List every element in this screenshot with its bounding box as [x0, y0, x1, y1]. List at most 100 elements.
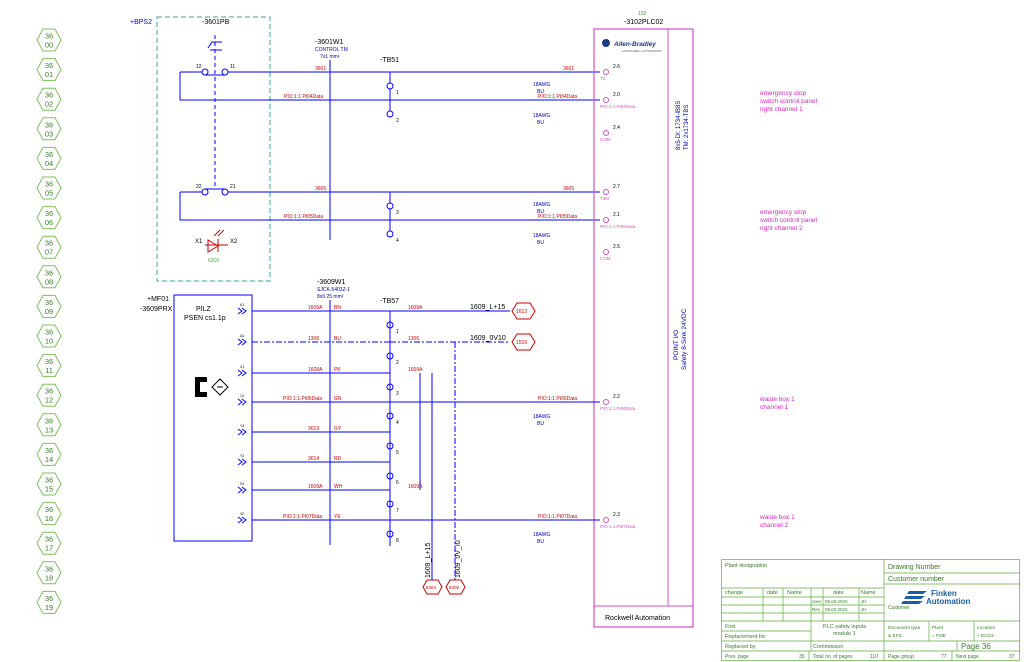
marker-page: 36	[45, 416, 53, 425]
annotation-line: emergency stop	[760, 209, 807, 216]
marker-line: 03	[45, 129, 53, 138]
page-marker[interactable]: 3601	[36, 58, 62, 82]
tb-user-date: 09.03.2020	[825, 599, 848, 604]
pilz-pin: S3	[240, 482, 244, 486]
awg-4: 18AWG	[533, 233, 550, 239]
tb-doc-type-label: Document type	[888, 625, 921, 631]
annotation-line: right channel 2	[760, 225, 803, 232]
led-x2: X2	[230, 239, 238, 245]
tb57-number: 2	[396, 360, 399, 366]
tb-total-pages: 110	[870, 654, 878, 660]
bu-3: BU	[537, 209, 544, 215]
wire-pio5-left: PIO:1:1.Pt05Data	[284, 214, 323, 220]
page-marker[interactable]: 3613	[36, 413, 62, 437]
pilz-pin: Y2	[240, 454, 244, 458]
plc-pin	[603, 399, 609, 405]
pilz-wire: 1608A	[308, 367, 323, 373]
pilz-pin: A2	[240, 334, 244, 338]
pilz-wire: 1609A	[308, 305, 323, 311]
tb-next-page-label: Next page	[956, 654, 979, 660]
ref-wires	[390, 310, 600, 580]
marker-line: 00	[45, 41, 53, 50]
pilz-wire: PIO:1:1.Pt07Data	[283, 514, 322, 520]
pilz-color: WH	[334, 484, 343, 490]
ref-hex-bottom1	[422, 579, 443, 595]
bps2-label: +BPS2	[130, 19, 152, 26]
pilz-color: GN	[334, 396, 342, 402]
tb-plant-designation: Plant designation	[725, 563, 767, 569]
wire-3605-right: 3605	[563, 186, 574, 192]
point-io: POINT I/O	[673, 330, 680, 360]
plc-pin-name: PIO:1:1.Pt04Data	[600, 104, 636, 109]
pilz-wire: 3614	[308, 456, 319, 462]
pilz-color: PK	[334, 367, 341, 373]
marker-page: 36	[45, 564, 53, 573]
plc-pin-name: COM	[600, 137, 611, 142]
pilz-color: RD	[334, 456, 342, 462]
wire-pio4-left: PIO:1:1.Pt04Data	[284, 94, 323, 100]
vert-l15: 1609_L+15	[425, 543, 432, 578]
page-marker[interactable]: 3609	[36, 294, 62, 318]
tb51-term-1: 1	[396, 90, 399, 96]
plc-pin-number: 2.4	[613, 125, 620, 131]
awg-6: 18AWG	[533, 532, 550, 538]
pilz-pin: Y4	[240, 424, 244, 428]
cable2-spec: 8x0.25 mm²	[317, 294, 344, 300]
marker-line: 09	[45, 307, 53, 316]
ref-bottom2: 6306	[449, 585, 460, 590]
tb-rev: Rev	[812, 607, 821, 612]
tb51-term-3: 3	[396, 210, 399, 216]
top-wires	[180, 71, 600, 235]
tb-commission: Commission	[813, 644, 843, 650]
led-symbol	[205, 229, 228, 253]
marker-page: 36	[45, 120, 53, 129]
module-tm: TM: 2x1734-TBS	[684, 105, 690, 150]
bu-1: BU	[537, 89, 544, 95]
tb-location: + ECO1	[977, 633, 995, 639]
plc-pin-number: 2.5	[613, 244, 620, 250]
tb-page: Page 36	[961, 642, 991, 651]
awg-3: 18AWG	[533, 202, 550, 208]
annotation-line: channel 1	[760, 404, 789, 411]
rockwell-label: Rockwell Automation	[605, 615, 670, 622]
marker-line: 11	[45, 366, 53, 375]
pilz-pin: 12	[240, 394, 244, 398]
cable2-type: SJCK-5403Z-1	[317, 287, 350, 293]
plc-pin	[603, 517, 609, 523]
tb57-number: 3	[396, 391, 399, 397]
page-marker[interactable]: 3605	[36, 176, 62, 200]
marker-line: 02	[45, 100, 53, 109]
pilz-color: BU	[334, 336, 341, 342]
wire-l15-label: 1609_L+15	[470, 304, 505, 311]
tb57-number: 1	[396, 329, 399, 335]
annotation-line: waste box 1	[759, 514, 795, 521]
pilz-wire: 1609A	[308, 484, 323, 490]
tb-name2: Name	[861, 590, 876, 596]
marker-line: 18	[45, 573, 53, 582]
page-marker[interactable]: 3614	[36, 442, 62, 466]
marker-line: 08	[45, 277, 53, 286]
plc-pin	[603, 69, 609, 75]
annotation-line: switch control panel	[760, 98, 818, 105]
plc-pin-number: 2.7	[613, 184, 620, 190]
tb-next-page: 37	[1009, 654, 1015, 660]
